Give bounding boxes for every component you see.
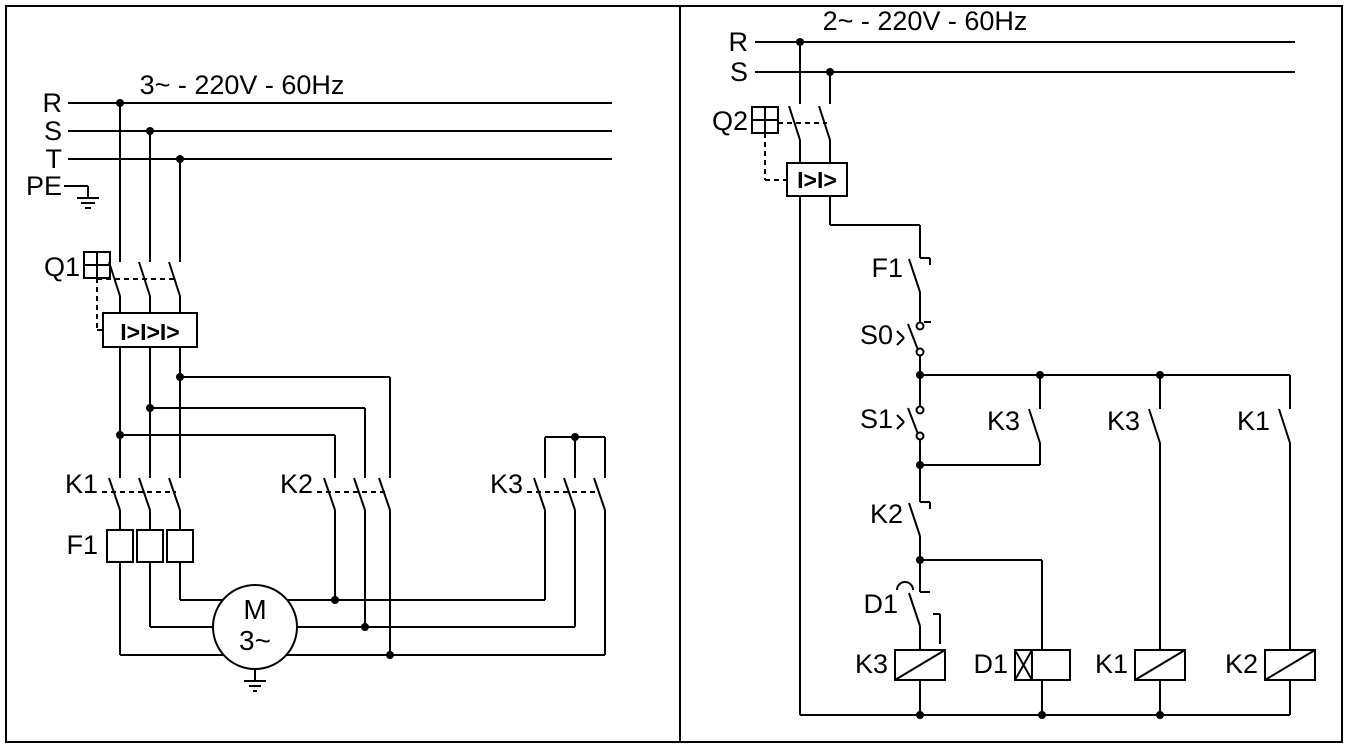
k2-main-contacts (317, 477, 391, 511)
k3-aux-contact (1148, 408, 1161, 650)
motor-earth-icon (244, 669, 266, 692)
k3-seal-contact (920, 408, 1041, 466)
d1-timed-contact (896, 560, 941, 650)
k3-coil-symbol (894, 649, 946, 715)
k3-coil-label: K3 (855, 649, 888, 679)
phase-s-label-left: S (44, 116, 62, 146)
k3-star-bridge (544, 436, 606, 478)
k3-seal-label: K3 (987, 406, 1020, 436)
s1-start-button (896, 405, 925, 465)
supply-busbars-right (755, 41, 1295, 73)
contactor-feeder-wires (119, 347, 391, 478)
q1-breaker-symbol (83, 251, 198, 348)
f1-overload-label: F1 (66, 530, 98, 560)
phase-t-label-left: T (46, 144, 63, 174)
q2-label: Q2 (712, 106, 748, 136)
labels-left: 3~ - 220V - 60Hz R S T PE Q1 I>I>I> K1 K… (26, 70, 523, 656)
junction-dots-right (796, 38, 1164, 719)
outer-border (5, 5, 1343, 743)
k1-contact-label: K1 (65, 469, 98, 499)
left-title: 3~ - 220V - 60Hz (140, 70, 345, 100)
power-circuit-panel (64, 102, 612, 692)
s0-stop-button (896, 321, 931, 375)
d1-coil-label: D1 (973, 649, 1008, 679)
k1-aux-label: K1 (1237, 406, 1270, 436)
s0-label: S0 (860, 320, 893, 350)
f1-contact-label: F1 (871, 253, 903, 283)
motor-letter: M (243, 594, 266, 625)
q1-trip-text: I>I>I> (120, 319, 179, 345)
q2-trip-text: I>I> (797, 167, 837, 193)
pe-earth-icon (77, 186, 99, 209)
d1-timer-coil-symbol (1014, 649, 1071, 715)
k2-coil-symbol (1264, 649, 1316, 715)
labels-right: 2~ - 220V - 60Hz R S Q2 I>I> F1 S0 S1 K3… (712, 6, 1270, 679)
junction-dots-left (116, 99, 579, 659)
k2-interlock-label: K2 (870, 499, 903, 529)
supply-busbars-left (64, 102, 612, 187)
parallel-branch-wires (919, 374, 1291, 409)
q1-label: Q1 (44, 252, 80, 282)
control-circuit-panel (751, 41, 1316, 716)
panel-frame (5, 5, 1343, 743)
phase-r-label-right: R (729, 27, 749, 57)
q2-mechanism-link (764, 122, 827, 181)
k2-coil-label: K2 (1225, 649, 1258, 679)
motor-wires (119, 510, 606, 656)
q2-trip-box (786, 162, 848, 197)
k1-main-contacts (102, 477, 181, 530)
q2-feeder-wires (799, 42, 831, 104)
k2-contact-label: K2 (280, 469, 313, 499)
f1-overload-symbol (106, 529, 194, 563)
phase-pe-label: PE (26, 171, 62, 201)
phase-s-label-right: S (730, 57, 748, 87)
k1-coil-label: K1 (1095, 649, 1128, 679)
k3-main-contacts (527, 477, 606, 511)
k2-nc-contact (908, 465, 931, 560)
f1-nc-contact (908, 257, 931, 322)
motor-system: 3~ (239, 625, 271, 656)
k3-contact-label: K3 (490, 469, 523, 499)
phase-r-label-left: R (43, 88, 63, 118)
q1-feeder-wires (119, 103, 181, 262)
s1-label: S1 (860, 404, 893, 434)
k1-coil-symbol (1134, 649, 1186, 715)
q2-breaker-symbol (751, 105, 848, 197)
right-title: 2~ - 220V - 60Hz (823, 6, 1028, 36)
k3-aux-label: K3 (1107, 406, 1140, 436)
d1-coil-branch (920, 559, 1043, 650)
k1-aux-contact (1278, 408, 1291, 650)
d1-contact-label: D1 (863, 589, 898, 619)
